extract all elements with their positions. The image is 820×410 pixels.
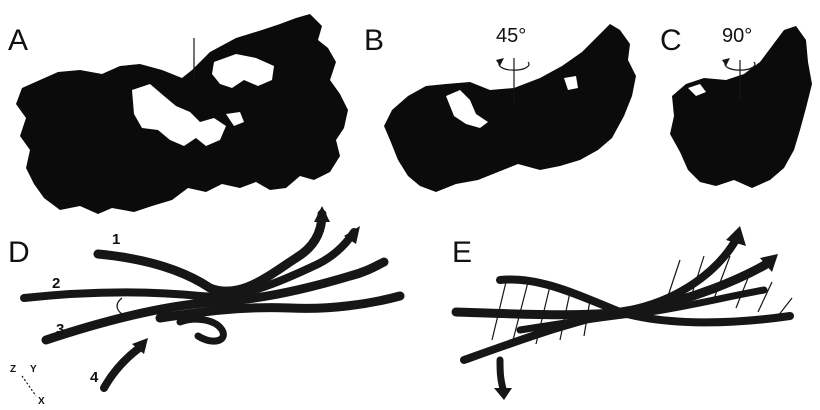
panel-d-strand-1-arrowhead-icon: [314, 206, 330, 222]
panel-b-surface: [384, 24, 636, 192]
panel-e-strand-tail: [500, 360, 504, 392]
panel-b-letter: B: [364, 24, 384, 57]
panel-b: B 45°: [364, 24, 636, 192]
panel-e: E: [452, 226, 792, 400]
panel-b-rotation-label: 45°: [496, 25, 526, 47]
panel-d-strand-1-label: 1: [112, 231, 120, 248]
panel-d-strand-3-label: 3: [56, 321, 64, 338]
panel-d-axis-triad: Z Y X: [10, 364, 45, 407]
panel-d-letter: D: [8, 236, 30, 269]
panel-d-loop: [180, 319, 223, 341]
panel-d-strand-tail: [104, 346, 142, 388]
panel-c-rotation-label: 90°: [722, 25, 752, 47]
panel-a: A: [8, 14, 348, 214]
panel-d-strand-4-label: 4: [90, 369, 99, 386]
axis-line: [22, 376, 36, 396]
panel-c-letter: C: [660, 24, 682, 57]
panel-d: D 1 2 3 4 Z Y X: [8, 206, 400, 407]
panel-e-strand-tail-arrowhead-icon: [494, 388, 512, 400]
panel-e-strand-2-arrowhead-icon: [726, 226, 746, 246]
axis-y-label: Y: [30, 364, 37, 375]
panel-b-rotation-arrowhead-icon: [496, 58, 504, 66]
axis-z-label: Z: [10, 364, 16, 375]
panel-d-strand-3: [46, 262, 384, 340]
panel-c: C 90°: [660, 24, 812, 188]
panel-c-surface: [670, 26, 812, 188]
panel-d-strand-2-label: 2: [52, 275, 60, 292]
axis-x-label: X: [38, 396, 45, 407]
panel-e-letter: E: [452, 236, 472, 269]
panel-a-letter: A: [8, 24, 28, 57]
panel-c-rotation-arrowhead-icon: [722, 58, 730, 66]
